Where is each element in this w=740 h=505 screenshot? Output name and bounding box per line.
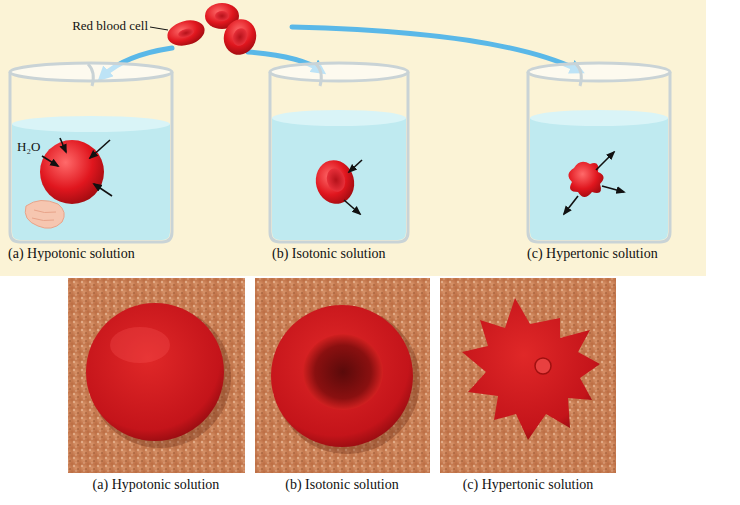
red-blood-cells: [165, 3, 262, 59]
leader-line: [150, 27, 168, 30]
part-label: Red blood cell: [72, 19, 148, 34]
micrograph-c: [440, 278, 616, 473]
micrograph-b: [255, 278, 430, 473]
panel-label: (b) Isotonic solution: [272, 246, 386, 262]
beaker-b: [270, 63, 408, 242]
normal-cell: [311, 156, 362, 214]
shrunken-cell: [564, 152, 624, 214]
photo-label: (a) Hypotonic solution: [93, 477, 220, 493]
micrograph-a: [68, 278, 245, 473]
top-panel: [0, 0, 706, 276]
panel-label: (c) Hypertonic solution: [527, 246, 658, 262]
beaker-c: [528, 63, 670, 242]
panel-label: (a) Hypotonic solution: [8, 246, 135, 262]
photo-label: (c) Hypertonic solution: [463, 477, 594, 493]
beaker-a: [10, 63, 172, 242]
molecule-label: H₂O: [17, 140, 40, 155]
photo-label: (b) Isotonic solution: [285, 477, 399, 493]
